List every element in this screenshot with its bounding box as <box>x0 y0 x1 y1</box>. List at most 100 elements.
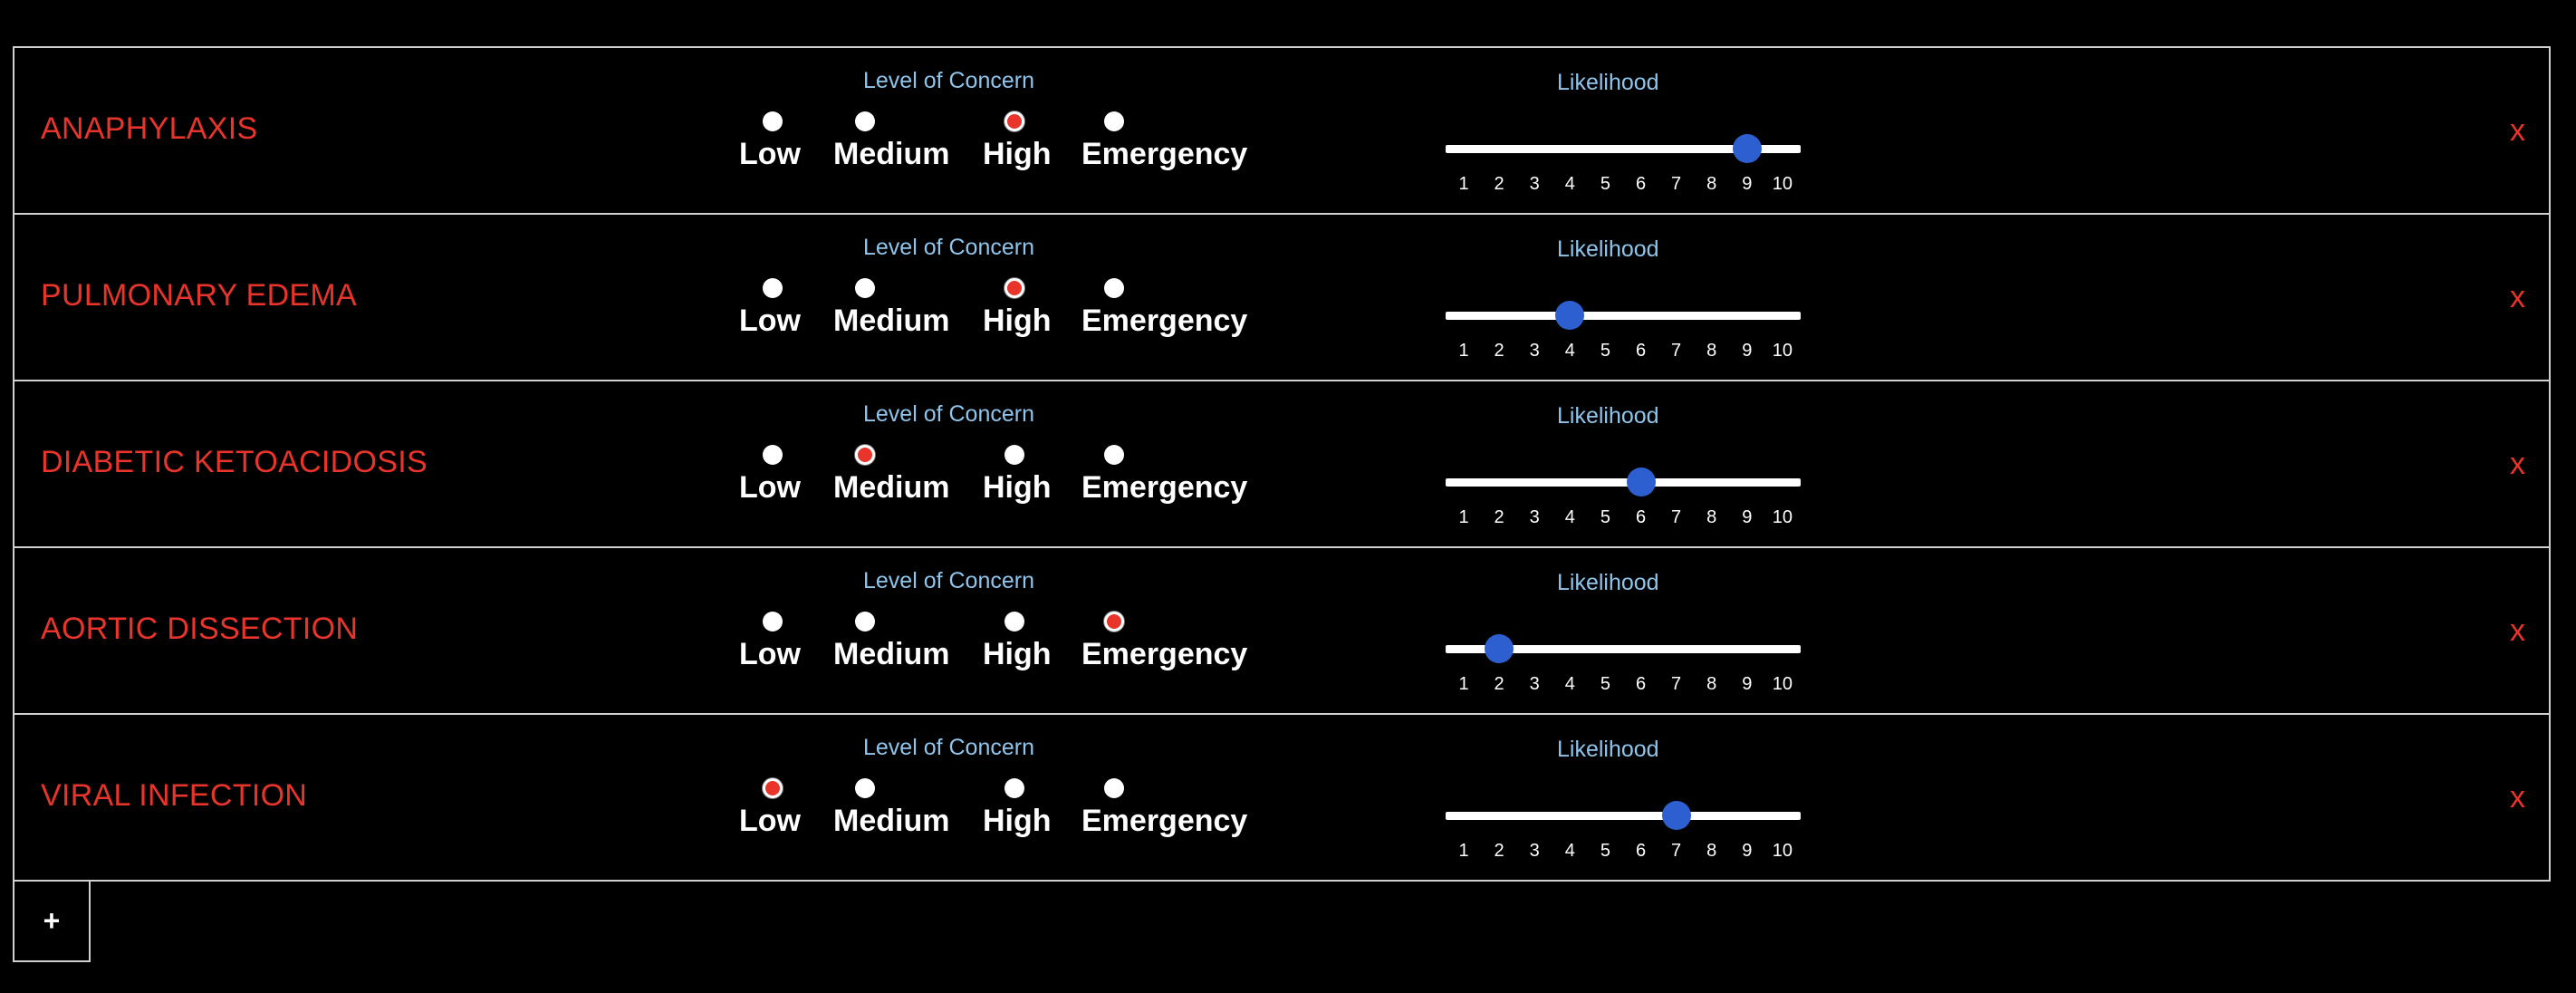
likelihood-tick-label: 9 <box>1742 174 1753 194</box>
condition-name: DIABETIC KETOACIDOSIS <box>41 445 428 479</box>
concern-label-medium: Medium <box>833 304 950 338</box>
concern-radio-emergency[interactable] <box>1104 778 1124 798</box>
likelihood-slider-thumb[interactable] <box>1626 468 1656 496</box>
level-of-concern-title: Level of Concern <box>863 735 1035 760</box>
likelihood-tick-label: 2 <box>1494 841 1504 861</box>
likelihood-title: Likelihood <box>1557 403 1659 429</box>
concern-radio-emergency[interactable] <box>1104 612 1124 631</box>
likelihood-tick-label: 4 <box>1564 174 1575 194</box>
likelihood-tick-label: 1 <box>1458 507 1469 527</box>
likelihood-tick-label: 5 <box>1600 674 1610 694</box>
likelihood-title: Likelihood <box>1557 70 1659 95</box>
concern-label-low: Low <box>739 470 801 505</box>
condition-name: VIRAL INFECTION <box>41 778 308 813</box>
concern-label-high: High <box>983 304 1052 338</box>
concern-label-emergency: Emergency <box>1081 137 1248 171</box>
concern-radio-emergency[interactable] <box>1104 445 1124 465</box>
likelihood-tick-label: 4 <box>1564 341 1575 361</box>
concern-label-emergency: Emergency <box>1081 304 1248 338</box>
concern-label-high: High <box>983 137 1052 171</box>
likelihood-tick-label: 6 <box>1635 674 1647 694</box>
likelihood-slider-track[interactable] <box>1446 645 1801 653</box>
level-of-concern-title: Level of Concern <box>863 401 1035 427</box>
likelihood-tick-label: 6 <box>1635 507 1647 527</box>
concern-label-medium: Medium <box>833 137 950 171</box>
likelihood-tick-label: 7 <box>1671 841 1682 861</box>
concern-radio-high[interactable] <box>1004 445 1024 465</box>
likelihood-tick-label: 1 <box>1458 341 1469 361</box>
concern-label-emergency: Emergency <box>1081 637 1248 671</box>
likelihood-tick-label: 5 <box>1600 841 1610 861</box>
likelihood-slider-track[interactable] <box>1446 312 1801 320</box>
concern-radio-low[interactable] <box>763 778 783 798</box>
likelihood-slider-track[interactable] <box>1446 478 1801 487</box>
concern-radio-medium[interactable] <box>855 111 875 131</box>
concern-radio-medium[interactable] <box>855 445 875 465</box>
concern-radio-low[interactable] <box>763 445 783 465</box>
likelihood-tick-label: 10 <box>1772 674 1793 694</box>
likelihood-tick-label: 1 <box>1458 174 1469 194</box>
concern-radio-high[interactable] <box>1004 111 1024 131</box>
likelihood-tick-label: 7 <box>1671 174 1682 194</box>
remove-condition-button[interactable]: x <box>2510 447 2525 481</box>
likelihood-slider-thumb[interactable] <box>1661 801 1691 830</box>
concern-label-low: Low <box>739 637 801 671</box>
concern-radio-high[interactable] <box>1004 778 1024 798</box>
likelihood-title: Likelihood <box>1557 236 1659 262</box>
concern-radio-high[interactable] <box>1004 612 1024 631</box>
condition-name: AORTIC DISSECTION <box>41 612 359 646</box>
likelihood-tick-label: 5 <box>1600 341 1610 361</box>
likelihood-title: Likelihood <box>1557 737 1659 762</box>
likelihood-tick-label: 2 <box>1494 674 1504 694</box>
concern-radio-emergency[interactable] <box>1104 111 1124 131</box>
remove-condition-button[interactable]: x <box>2510 113 2525 148</box>
concern-label-medium: Medium <box>833 470 950 505</box>
concern-radio-low[interactable] <box>763 278 783 298</box>
add-condition-button[interactable]: + <box>13 880 91 962</box>
concern-label-emergency: Emergency <box>1081 804 1248 838</box>
likelihood-tick-label: 9 <box>1742 341 1753 361</box>
concern-label-high: High <box>983 637 1052 671</box>
concern-label-low: Low <box>739 137 801 171</box>
level-of-concern-title: Level of Concern <box>863 568 1035 593</box>
likelihood-tick-label: 7 <box>1671 507 1682 527</box>
likelihood-tick-label: 5 <box>1600 507 1610 527</box>
likelihood-slider-thumb[interactable] <box>1732 134 1762 163</box>
remove-condition-button[interactable]: x <box>2510 613 2525 648</box>
concern-radio-high[interactable] <box>1004 278 1024 298</box>
likelihood-slider-track[interactable] <box>1446 145 1801 153</box>
concern-label-high: High <box>983 470 1052 505</box>
concern-radio-emergency[interactable] <box>1104 278 1124 298</box>
likelihood-tick-label: 8 <box>1706 341 1717 361</box>
likelihood-tick-label: 10 <box>1772 341 1793 361</box>
likelihood-tick-label: 2 <box>1494 341 1504 361</box>
concern-radio-medium[interactable] <box>855 778 875 798</box>
concern-radio-low[interactable] <box>763 612 783 631</box>
likelihood-slider-thumb[interactable] <box>1555 301 1585 330</box>
concern-label-high: High <box>983 804 1052 838</box>
likelihood-slider-track[interactable] <box>1446 812 1801 820</box>
concern-radio-medium[interactable] <box>855 278 875 298</box>
likelihood-title: Likelihood <box>1557 570 1659 595</box>
condition-name: PULMONARY EDEMA <box>41 278 357 313</box>
concern-radio-medium[interactable] <box>855 612 875 631</box>
likelihood-tick-label: 8 <box>1706 507 1717 527</box>
concern-radio-low[interactable] <box>763 111 783 131</box>
likelihood-tick-label: 5 <box>1600 174 1610 194</box>
remove-condition-button[interactable]: x <box>2510 780 2525 815</box>
level-of-concern-title: Level of Concern <box>863 235 1035 260</box>
concern-label-low: Low <box>739 304 801 338</box>
likelihood-slider-thumb[interactable] <box>1485 634 1514 663</box>
likelihood-tick-label: 9 <box>1742 841 1753 861</box>
likelihood-tick-label: 10 <box>1772 174 1793 194</box>
likelihood-tick-label: 9 <box>1742 674 1753 694</box>
remove-condition-button[interactable]: x <box>2510 280 2525 314</box>
concern-label-medium: Medium <box>833 804 950 838</box>
likelihood-tick-label: 6 <box>1635 341 1647 361</box>
likelihood-tick-label: 10 <box>1772 507 1793 527</box>
